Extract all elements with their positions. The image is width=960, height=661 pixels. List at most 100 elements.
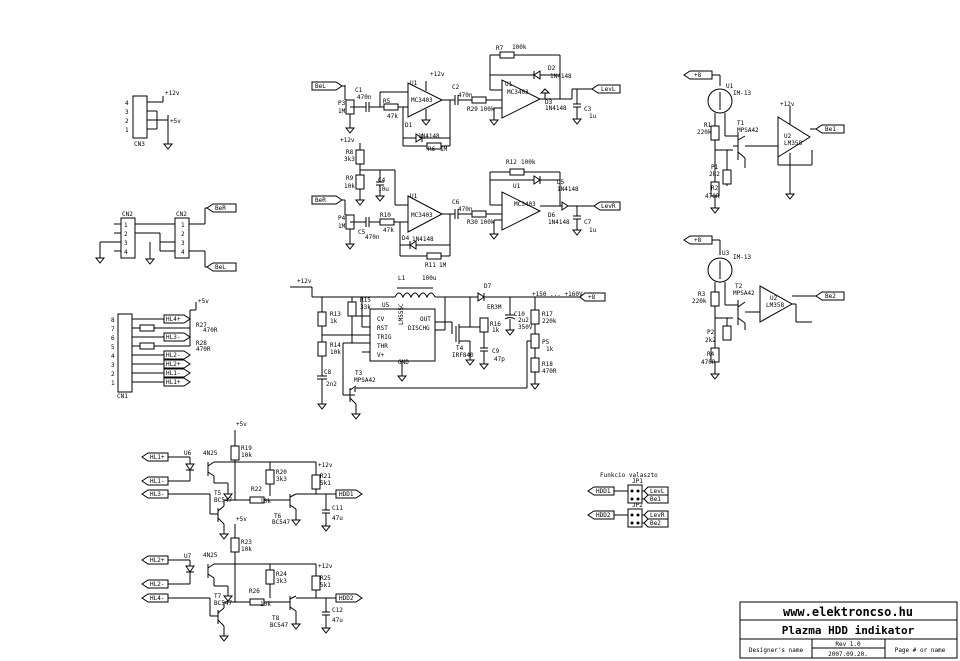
port-hl2p: HL2+ <box>163 359 191 369</box>
svg-text:2: 2 <box>181 231 185 238</box>
pin-label: DISCHG <box>408 325 430 332</box>
component-value: 3k3 <box>276 578 287 585</box>
component-label: U1 <box>505 81 513 88</box>
component-label: R13 <box>330 311 341 318</box>
component-value: 33k <box>360 304 371 311</box>
svg-text:1: 1 <box>111 380 115 387</box>
component-label: D3 <box>545 99 553 106</box>
svg-text:8: 8 <box>111 317 115 324</box>
port-levl-sel: LevL <box>643 486 669 496</box>
component-label: C1 <box>355 87 363 94</box>
component-value: 10k <box>260 601 271 608</box>
component-label: R16 <box>490 321 501 328</box>
pin-label: GND <box>398 359 409 366</box>
component-label: P3 <box>338 100 346 107</box>
port-hl2m: HL2- <box>163 350 191 360</box>
component-value: 470R <box>203 327 218 334</box>
component-label: T7 <box>214 593 222 600</box>
component-label: U6 <box>184 450 192 457</box>
svg-text:4: 4 <box>181 249 185 256</box>
component-value: MC3403 <box>507 89 529 96</box>
port-hl1p: HL1+ <box>163 377 191 387</box>
component-value: 220k <box>542 318 557 325</box>
port-label: HL4+ <box>166 316 181 323</box>
component-label: R28 <box>196 340 207 347</box>
component-value: 100k <box>521 159 536 166</box>
port-bel: BeL <box>311 81 345 91</box>
component-label: R27 <box>196 322 207 329</box>
tube-driver-2: +8 U3 IM-13 R3 220k T2 MPSA42 U2 LM358 P… <box>692 239 822 380</box>
component-label: U1 <box>513 183 521 190</box>
port-label: LevR <box>601 203 616 210</box>
component-label: R26 <box>249 588 260 595</box>
svg-text:3: 3 <box>181 240 185 247</box>
port-label: LevL <box>650 488 665 495</box>
component-value: 2k2 <box>705 337 716 344</box>
svg-text:5: 5 <box>111 344 115 351</box>
function-selector: Funkcio valaszto JP1 JP2 <box>600 472 658 528</box>
component-value: IRF840 <box>452 352 474 359</box>
component-label: R23 <box>241 539 252 546</box>
pin-label: V+ <box>377 352 385 359</box>
component-value: 47u <box>332 515 343 522</box>
port-label: HL1+ <box>150 454 165 461</box>
component-label: U3 <box>722 250 730 257</box>
svg-text:3: 3 <box>111 362 115 369</box>
component-value: 220k <box>697 129 712 136</box>
component-value: 47k <box>383 227 394 234</box>
component-value: 1M <box>338 108 346 115</box>
port-label: HL3- <box>150 491 164 498</box>
component-label: R8 <box>346 149 354 156</box>
component-value: BC547 <box>214 600 232 607</box>
component-label: CN1 <box>117 393 128 400</box>
port-label: HL1- <box>150 478 164 485</box>
component-value: 100k <box>480 106 495 113</box>
svg-text:1: 1 <box>181 222 185 229</box>
component-label: R29 <box>467 106 478 113</box>
component-label: R11 <box>425 262 436 269</box>
svg-text:3: 3 <box>125 109 129 116</box>
cn2-connectors: CN2 CN2 12 34 12 34 <box>95 207 213 268</box>
port-label: +8 <box>588 294 596 301</box>
website-label: www.elektroncso.hu <box>783 605 913 619</box>
port-hdd1-out: HDD1 <box>335 489 363 499</box>
component-value: BC547 <box>214 497 232 504</box>
component-value: 3k3 <box>344 156 355 163</box>
svg-text:7: 7 <box>111 326 115 333</box>
component-label: T2 <box>735 283 743 290</box>
channel-right-amplifier: +12v R8 3k3 R9 10k C4 10u P4 1M R10 47k … <box>338 137 600 269</box>
component-label: R6 <box>428 146 436 153</box>
supply-label: +12v <box>318 563 333 570</box>
component-label: U5 <box>382 302 390 309</box>
selector-title: Funkcio valaszto <box>600 472 658 479</box>
component-label: U7 <box>184 553 192 560</box>
component-value: 470R <box>542 368 557 375</box>
component-label: C10 <box>514 311 525 318</box>
port-ber-cn2: BeR <box>206 203 237 213</box>
component-value: BC547 <box>270 622 288 629</box>
port-label: BeR <box>215 205 226 212</box>
svg-text:1: 1 <box>125 127 129 134</box>
component-value: 47k <box>387 113 398 120</box>
jumper-label: JP2 <box>632 502 643 509</box>
hdd-opto-channel-1: U6 4N25 +5v R19 10k R20 3k3 +12v R21 5k1… <box>168 421 343 540</box>
port-label: +8 <box>694 237 702 244</box>
schematic-title: Plazma HDD indikator <box>782 624 915 637</box>
port-label: HDD2 <box>339 595 354 602</box>
component-value: MC3403 <box>411 97 433 104</box>
component-label: P1 <box>711 164 719 171</box>
component-value: 10u <box>378 186 389 193</box>
supply-label: +5v <box>198 298 209 305</box>
port-hl4p: HL4+ <box>163 314 191 324</box>
component-label: R18 <box>542 361 553 368</box>
component-label: D7 <box>484 283 492 290</box>
component-value: MPSA42 <box>354 377 376 384</box>
component-label: C4 <box>378 177 386 184</box>
component-label: C5 <box>358 229 366 236</box>
component-value: 1N4148 <box>412 236 434 243</box>
component-label: C7 <box>584 219 592 226</box>
port-label: Be1 <box>825 126 836 133</box>
port-label: HL2+ <box>150 557 165 564</box>
port-label: HDD1 <box>339 491 354 498</box>
